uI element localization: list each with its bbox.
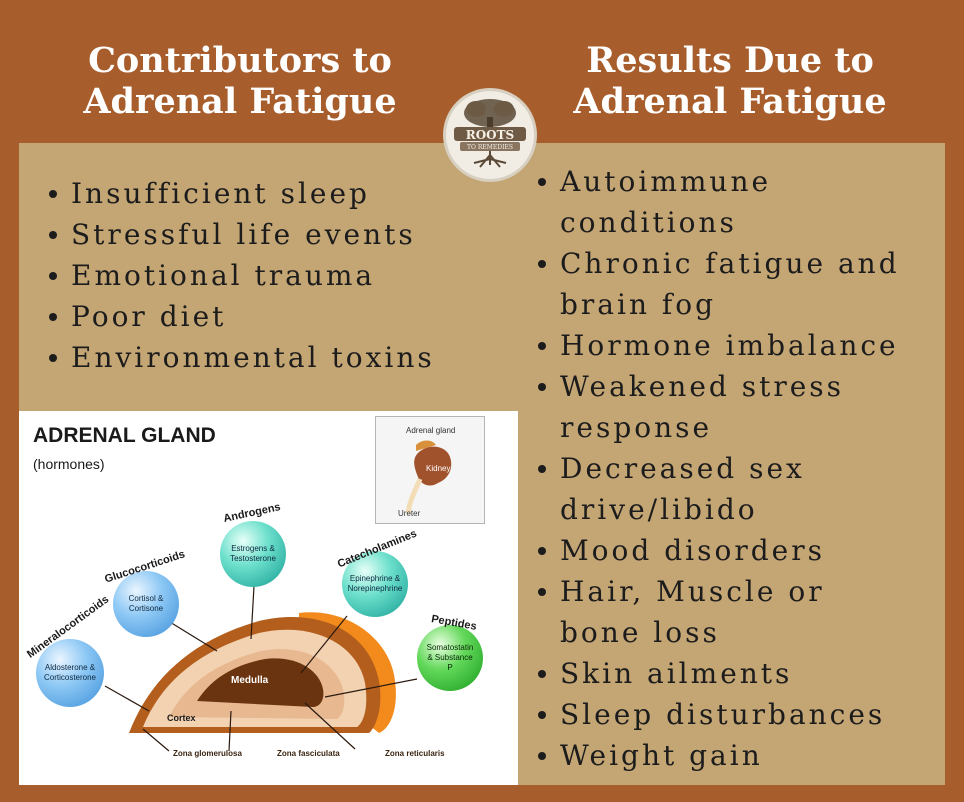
ureter-label: Ureter	[398, 509, 421, 518]
list-item: Insufficient sleep	[49, 173, 435, 214]
mineralocorticoids-sphere: Aldosterone &Corticosterone	[36, 639, 104, 707]
zona-glomerulosa-label: Zona glomerulosa	[173, 749, 242, 758]
gland-cross-section	[104, 585, 418, 752]
roots-to-remedies-logo: ROOTS TO REMEDIES	[446, 91, 534, 179]
androgens-sphere: Estrogens &Testosterone	[220, 521, 286, 587]
medulla-label: Medulla	[231, 675, 269, 686]
list-item: Emotional trauma	[49, 255, 435, 296]
zona-reticularis-label: Zona reticularis	[385, 749, 445, 758]
list-item: Environmental toxins	[49, 337, 435, 378]
illustration-title: ADRENAL GLAND	[33, 424, 216, 447]
contributors-heading: Contributors to Adrenal Fatigue	[83, 40, 397, 122]
svg-text:TO REMEDIES: TO REMEDIES	[467, 144, 513, 151]
adrenal-gland-label: Adrenal gland	[406, 426, 456, 435]
kidney-inset: Adrenal gland Kidney Ureter	[375, 416, 485, 524]
list-item: Stressful life events	[49, 214, 435, 255]
svg-text:ROOTS: ROOTS	[466, 128, 514, 142]
kidney-icon	[405, 440, 452, 514]
contributors-list: Insufficient sleep Stressful life events…	[49, 173, 435, 378]
list-item: Skin ailments	[538, 653, 900, 694]
results-heading: Results Due to Adrenal Fatigue	[573, 40, 887, 122]
list-item: Hormone imbalance	[538, 325, 900, 366]
kidney-label: Kidney	[426, 464, 451, 473]
list-item: Weight gain	[538, 735, 900, 776]
cortex-label: Cortex	[167, 713, 196, 723]
peptides-sphere: Somatostatin& Substance P	[417, 625, 483, 691]
illustration-subtitle: (hormones)	[33, 456, 105, 472]
zona-fasciculata-label: Zona fasciculata	[277, 749, 340, 758]
tree-icon: ROOTS TO REMEDIES	[454, 99, 526, 168]
list-item: Sleep disturbances	[538, 694, 900, 735]
list-item: Poor diet	[49, 296, 435, 337]
adrenal-gland-illustration: ADRENAL GLAND (hormones) Adrenal gland K…	[19, 411, 518, 785]
catecholamines-sphere: Epinephrine &Norepinephrine	[342, 551, 408, 617]
glucocorticoids-sphere: Cortisol &Cortisone	[113, 571, 179, 637]
list-item: Mood disorders	[538, 530, 900, 571]
